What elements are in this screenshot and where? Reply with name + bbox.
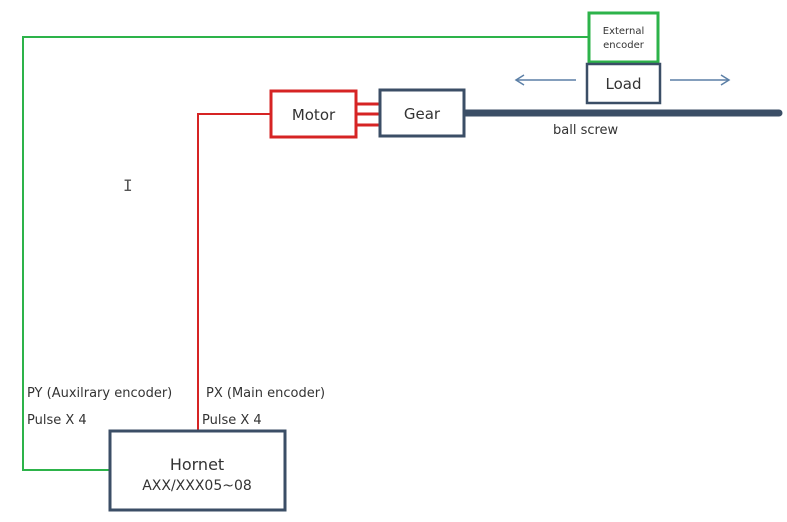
motor-label: Motor [292, 106, 336, 124]
motor-box [269, 89, 358, 139]
load-box [585, 62, 662, 105]
text-cursor-icon: I [123, 176, 133, 195]
main-encoder-wire [197, 113, 271, 431]
gear-box [378, 88, 466, 138]
pulse-left-label: Pulse X 4 [27, 413, 87, 428]
external-encoder-label-line1: External [603, 26, 645, 37]
auxiliary-encoder-wire [22, 36, 589, 471]
ball-screw-label: ball screw [553, 123, 619, 138]
hornet-controller-box [108, 429, 287, 512]
external-encoder-label-line2: encoder [603, 40, 645, 51]
external-encoder-box [587, 11, 660, 64]
py-label: PY (Auxilrary encoder) [27, 386, 172, 401]
hornet-model-label: AXX/XXX05~08 [142, 478, 252, 494]
px-label: PX (Main encoder) [206, 386, 325, 401]
pulse-right-label: Pulse X 4 [202, 413, 262, 428]
load-label: Load [606, 75, 642, 93]
gear-label: Gear [404, 105, 441, 123]
hornet-label: Hornet [170, 455, 224, 474]
